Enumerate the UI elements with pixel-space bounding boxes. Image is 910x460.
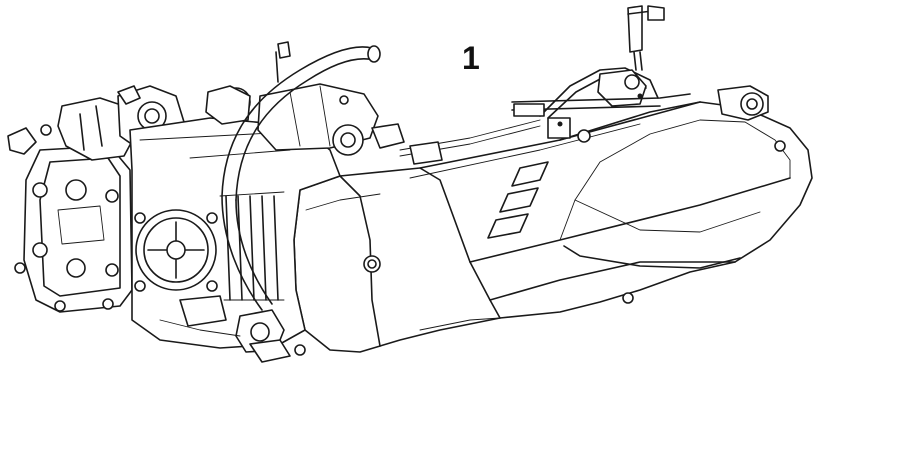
part-callout-label: 1 (462, 40, 480, 76)
cvt-cover (293, 101, 813, 353)
breather-hose (221, 41, 381, 311)
cable-bracket (511, 5, 691, 143)
fan-cover (134, 209, 218, 292)
cylinder-head-cover (7, 127, 133, 313)
lower-components (159, 295, 306, 363)
rear-shock-mount (717, 85, 769, 121)
starter-motor (205, 83, 443, 165)
